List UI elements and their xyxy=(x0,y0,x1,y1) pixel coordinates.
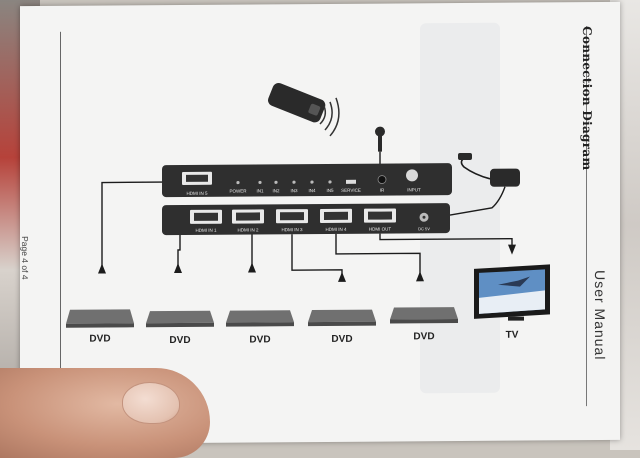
front-label-input: INPUT xyxy=(407,187,421,192)
dvd-player-4: DVD xyxy=(308,309,376,345)
back-port-label-4: HDMI IN 4 xyxy=(325,227,346,232)
dvd-player-1: DVD xyxy=(66,309,134,345)
front-panel: HDMI IN 5 POWER IN1 IN2 IN3 IN4 IN5 SERV… xyxy=(162,163,452,198)
back-port-label-2: HDMI IN 2 xyxy=(237,227,258,232)
remote-control-icon xyxy=(268,83,340,137)
dvd-player-3: DVD xyxy=(226,310,294,345)
dvd-label: DVD xyxy=(413,331,434,342)
hand xyxy=(0,368,210,458)
ir-receiver-icon xyxy=(375,126,385,167)
back-dc-label: DC 5V xyxy=(418,226,430,231)
front-label-in5: IN5 xyxy=(326,188,333,193)
tv-icon: TV xyxy=(474,264,550,341)
front-port-label: HDMI IN 5 xyxy=(186,191,207,196)
front-label-ir: IR xyxy=(380,188,385,193)
connection-lines xyxy=(101,181,513,276)
front-label-in3: IN3 xyxy=(290,188,297,193)
back-port-label-3: HDMI IN 3 xyxy=(281,227,302,232)
front-label-in2: IN2 xyxy=(272,188,279,193)
dvd-label: DVD xyxy=(249,334,270,345)
connection-arrows xyxy=(98,244,516,282)
manual-page: Page 4 of 4 Connection Diagram User Manu… xyxy=(20,1,620,445)
dvd-label: DVD xyxy=(169,335,190,346)
front-indicator-leds xyxy=(236,169,418,185)
thumbnail xyxy=(122,382,180,424)
front-label-in4: IN4 xyxy=(308,188,315,193)
front-label-power: POWER xyxy=(229,189,247,194)
dvd-label: DVD xyxy=(89,333,110,344)
tv-label: TV xyxy=(506,330,519,341)
back-panel: HDMI IN 1 HDMI IN 2 HDMI IN 3 HDMI IN 4 … xyxy=(162,203,450,236)
dvd-player-5: DVD xyxy=(390,307,458,342)
front-label-service: SERVICE xyxy=(341,188,361,193)
dvd-label: DVD xyxy=(331,334,352,345)
power-adapter-icon xyxy=(449,152,520,216)
back-port-label-out: HDMI OUT xyxy=(369,227,391,232)
connection-diagram: HDMI IN 5 POWER IN1 IN2 IN3 IN4 IN5 SERV… xyxy=(66,83,550,346)
front-label-in1: IN1 xyxy=(256,188,263,193)
back-port-label-1: HDMI IN 1 xyxy=(195,228,216,233)
dvd-player-2: DVD xyxy=(146,310,214,346)
